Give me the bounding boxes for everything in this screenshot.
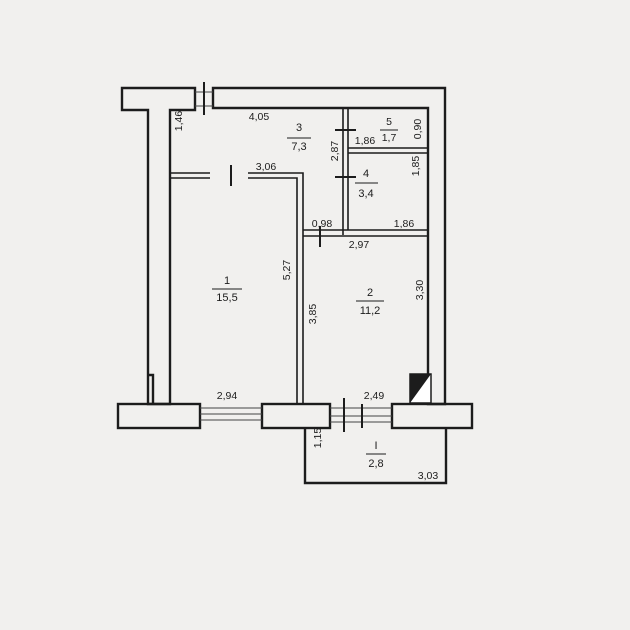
room-4-label: 4 3,4	[355, 168, 378, 200]
dim-label: 3,30	[414, 280, 426, 301]
room-2-label: 2 11,2	[356, 287, 384, 317]
room-number: 1	[224, 275, 230, 287]
room-area: 7,3	[291, 141, 306, 153]
room-number: I	[374, 440, 377, 452]
wall-bottom-left	[116, 402, 202, 430]
dim-label: 5,27	[281, 260, 293, 281]
dim-label: 1,86	[394, 218, 415, 230]
room-3-label: 3 7,3	[287, 122, 311, 153]
room-number: 3	[296, 122, 302, 134]
room-number: 4	[363, 168, 369, 180]
dim-label: 0,90	[412, 119, 424, 140]
room-area: 11,2	[360, 305, 381, 317]
room-area: 2,8	[368, 458, 383, 470]
wall-bottom-middle	[260, 402, 332, 430]
dim-label: 3,03	[418, 470, 439, 482]
dim-label: 4,05	[249, 111, 270, 123]
dim-label: 2,87	[329, 141, 341, 162]
dim-label: 2,49	[364, 390, 385, 402]
partition-bath	[303, 108, 428, 237]
dim-label: 1,85	[410, 156, 422, 177]
room-area: 15,5	[216, 292, 237, 304]
wall-bottom-right	[390, 402, 474, 430]
room-number: 2	[367, 287, 373, 299]
balcony-label: I 2,8	[366, 440, 386, 470]
dim-label: 3,85	[307, 304, 319, 325]
dim-label: 1,46	[173, 111, 185, 132]
room-area: 1,7	[382, 132, 397, 144]
outer-wall-top-left	[120, 86, 197, 406]
riser-fill	[410, 374, 431, 403]
balcony-outline	[303, 428, 448, 485]
room-number: 5	[386, 116, 392, 128]
dim-label: 1,86	[355, 135, 376, 147]
dim-label: 2,94	[217, 390, 238, 402]
room-area: 3,4	[358, 188, 373, 200]
room-5-label: 5 1,7	[380, 116, 398, 144]
dim-label: 3,06	[256, 161, 277, 173]
dim-label: 0,98	[312, 218, 333, 230]
partition-room1-top	[170, 172, 304, 404]
room-1-label: 1 15,5	[212, 275, 242, 304]
window-bottom-left	[200, 407, 262, 421]
dim-label: 2,97	[349, 239, 370, 251]
dim-label: 1,15	[312, 428, 324, 449]
outer-wall-left	[148, 373, 155, 404]
outer-wall-top-right	[211, 86, 447, 406]
